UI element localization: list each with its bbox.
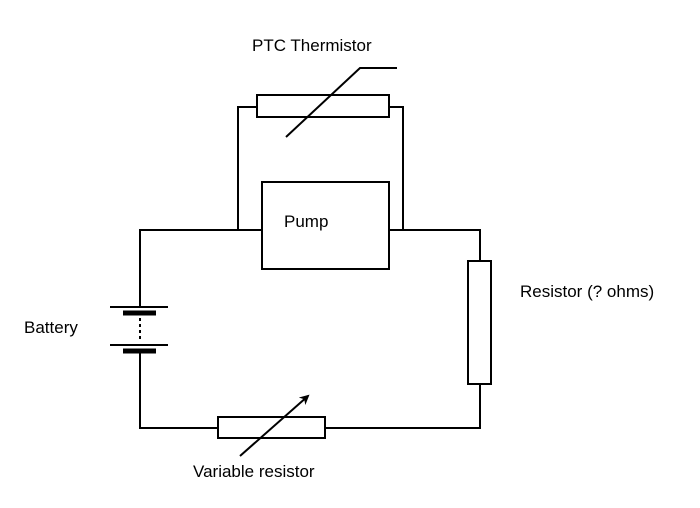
pump-body [261,181,390,270]
battery-label: Battery [24,318,78,337]
variable-resistor-arrow [239,394,310,457]
ptc-thermistor-slash [285,67,397,138]
pump-label: Pump [284,212,329,231]
wire-left-top [139,229,262,307]
wire-left-bottom [139,351,218,429]
wire-thermistor-right [389,106,404,230]
variable-resistor-label: Variable resistor [193,462,315,481]
ptc-thermistor-body [256,94,390,118]
wire-thermistor-left [237,106,257,230]
battery-symbol [110,306,168,354]
resistor-label: Resistor (? ohms) [520,282,655,301]
wire-right-top [389,229,481,261]
resistor-body [467,260,492,385]
wire-right-bottom [325,384,481,429]
ptc-thermistor-label: PTC Thermistor [252,36,372,55]
